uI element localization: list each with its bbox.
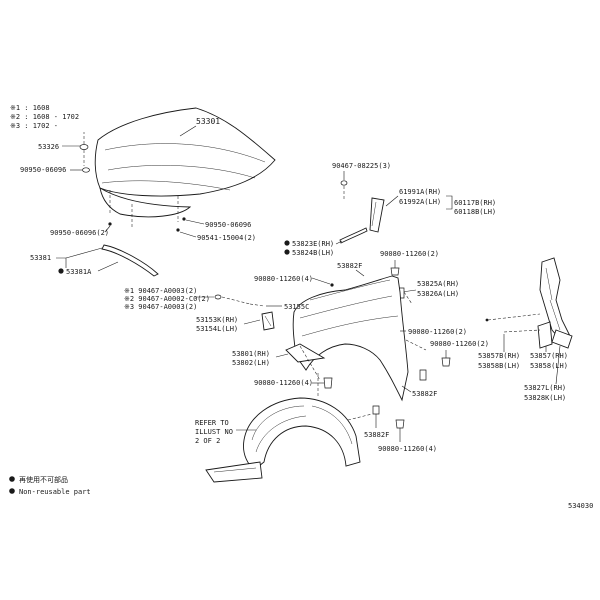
label-clip-top: 90467-08225(3) bbox=[332, 162, 391, 170]
label-bracket-rh: 53825A(RH) bbox=[417, 280, 459, 288]
label-guard-rh: 53153K(RH) bbox=[196, 316, 238, 324]
refer-line-1: REFER TO bbox=[195, 419, 229, 427]
label-clip-a3: ※3 90467-A0003(2) bbox=[124, 303, 197, 311]
label-hood: 53301 bbox=[196, 117, 220, 126]
label-seal-sub: 53381A bbox=[66, 268, 92, 276]
front-fender[interactable] bbox=[285, 275, 427, 402]
label-seal3-lh: 53828K(LH) bbox=[524, 394, 566, 402]
label-hood-bumper-2: 90950-06096 bbox=[205, 221, 251, 229]
clip-top-icon bbox=[340, 180, 348, 186]
non-reusable-mark bbox=[9, 476, 15, 482]
fender-cover[interactable] bbox=[369, 197, 385, 233]
label-bolt-3: 90080-11260(2) bbox=[408, 328, 467, 336]
diagram-id: 534030 bbox=[568, 502, 593, 510]
label-bolt-4: 90080-11260(2) bbox=[430, 340, 489, 348]
label-hood-cushion-2: 90950-06096(2) bbox=[50, 229, 109, 237]
bolt-5-icon bbox=[323, 377, 333, 389]
label-cover-lh: 61992A(LH) bbox=[399, 198, 441, 206]
label-seal: 53381 bbox=[30, 254, 51, 262]
label-seal-rh: 53857B(RH) bbox=[478, 352, 520, 360]
cushion-icon bbox=[82, 167, 90, 173]
label-fender-lh: 53802(LH) bbox=[232, 359, 270, 367]
bolt-6-icon bbox=[395, 419, 405, 429]
label-hood-bumper: 53326 bbox=[38, 143, 59, 151]
label-liner-seal-rh: 53823E(RH) bbox=[292, 240, 334, 248]
label-hood-cushion: 90950-06096 bbox=[20, 166, 66, 174]
refer-line-3: 2 OF 2 bbox=[195, 437, 220, 445]
label-seal-lh: 53858B(LH) bbox=[478, 362, 520, 370]
label-bracket-f3: 53882F bbox=[364, 431, 389, 439]
clip-a-icon bbox=[214, 294, 222, 300]
hood-bumper-icon bbox=[79, 144, 89, 150]
note-line-3: ※3 : 1702 - bbox=[10, 122, 58, 130]
label-bracket-f: 53882F bbox=[337, 262, 362, 270]
label-seal3-rh: 53827L(RH) bbox=[524, 384, 566, 392]
refer-line-2: ILLUST NO bbox=[195, 428, 233, 436]
legend-jp: 再使用不可部品 bbox=[19, 475, 68, 484]
label-spacer-lh: 60118B(LH) bbox=[454, 208, 496, 216]
seal-pin-icon bbox=[485, 318, 489, 322]
label-seal2-lh: 53858(LH) bbox=[530, 362, 568, 370]
label-cover-rh: 61991A(RH) bbox=[399, 188, 441, 196]
hood-clip-icon bbox=[176, 228, 180, 232]
fender-guard[interactable] bbox=[261, 311, 275, 331]
fender-seal-assembly[interactable] bbox=[537, 257, 573, 349]
non-reusable-mark bbox=[284, 249, 290, 255]
label-bracket-f2: 53882F bbox=[412, 390, 437, 398]
label-bolt-2: 90080-11260(4) bbox=[254, 275, 313, 283]
date-range-note: ※1 : 1608 ※2 : 1608 - 1702 ※3 : 1702 - bbox=[10, 104, 79, 130]
fender-liner[interactable] bbox=[205, 397, 361, 483]
label-guard-lh: 53154L(LH) bbox=[196, 325, 238, 333]
label-seal2-rh: 53857(RH) bbox=[530, 352, 568, 360]
label-bolt-5: 90080-11260(4) bbox=[254, 379, 313, 387]
note-line-1: ※1 : 1608 bbox=[10, 104, 50, 112]
legend: 再使用不可部品 Non-reusable part bbox=[9, 475, 91, 496]
label-clip-a1: ※1 90467-A0003(2) bbox=[124, 287, 197, 295]
bracket-f2-icon bbox=[419, 369, 427, 381]
cushion-2-icon bbox=[108, 222, 112, 226]
bolt-4-icon bbox=[441, 357, 451, 367]
non-reusable-mark bbox=[284, 240, 290, 246]
bolt-1-icon bbox=[390, 267, 400, 276]
liner-seal[interactable] bbox=[339, 227, 368, 244]
non-reusable-mark bbox=[58, 268, 64, 274]
bumper-2-icon bbox=[182, 217, 186, 221]
label-clip-a2: ※2 90467-A0002-C0(2) bbox=[124, 295, 210, 303]
label-spacer-rh: 60117B(RH) bbox=[454, 199, 496, 207]
non-reusable-mark bbox=[9, 488, 15, 494]
note-line-2: ※2 : 1608 - 1702 bbox=[10, 113, 79, 121]
hood-seal[interactable] bbox=[101, 244, 159, 277]
label-bracket-lh: 53826A(LH) bbox=[417, 290, 459, 298]
label-protector: 53155C bbox=[284, 303, 309, 311]
hood-panel[interactable] bbox=[94, 107, 276, 228]
label-hood-clip: 90541-15004(2) bbox=[197, 234, 256, 242]
bolt-2-icon bbox=[330, 283, 334, 287]
label-fender-rh: 53801(RH) bbox=[232, 350, 270, 358]
bracket-f3-icon bbox=[372, 405, 380, 415]
label-bolt-6: 90080-11260(4) bbox=[378, 445, 437, 453]
label-liner-seal-lh: 53824B(LH) bbox=[292, 249, 334, 257]
legend-en: Non-reusable part bbox=[19, 488, 91, 496]
label-bolt-1: 90080-11260(2) bbox=[380, 250, 439, 258]
